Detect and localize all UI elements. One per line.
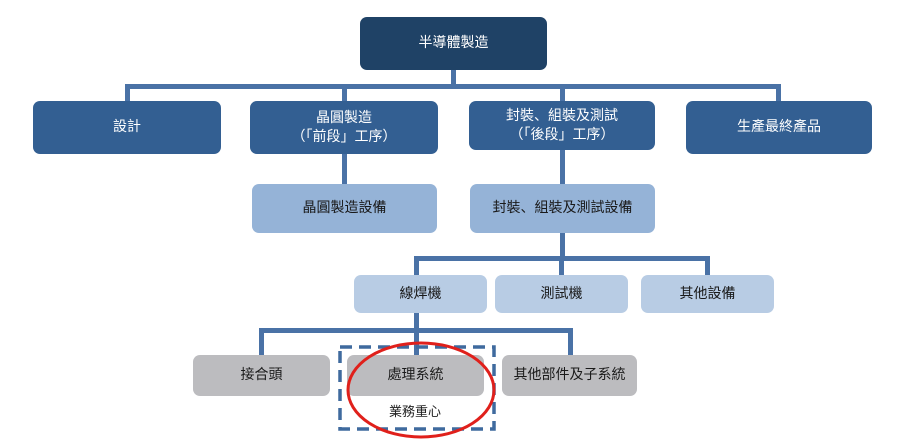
connector <box>560 233 565 259</box>
node-design: 設計 <box>33 101 221 154</box>
node-semiconductor-manufacturing: 半導體製造 <box>360 17 547 70</box>
node-other-equipment: 其他設備 <box>641 275 774 313</box>
node-sublabel: （「前段」工序） <box>291 128 397 145</box>
connector <box>776 84 781 101</box>
node-label: 晶圓製造 <box>316 109 372 126</box>
node-other-parts-subsystems: 其他部件及子系統 <box>502 355 637 396</box>
node-bond-head: 接合頭 <box>193 355 330 396</box>
node-packaging-test-equipment: 封裝、組裝及測試設備 <box>470 184 655 233</box>
node-packaging-assembly-test: 封裝、組裝及測試 （「後段」工序） <box>469 101 655 150</box>
connector <box>342 154 347 184</box>
connector <box>125 84 781 89</box>
connector <box>560 84 565 101</box>
node-end-product: 生產最終產品 <box>686 101 872 154</box>
node-label: 半導體製造 <box>418 35 489 51</box>
connector <box>451 70 456 87</box>
node-label: 測試機 <box>540 285 583 302</box>
node-label: 封裝、組裝及測試設備 <box>492 200 633 216</box>
connector <box>342 84 347 101</box>
connector <box>414 256 419 275</box>
connector <box>705 256 710 275</box>
node-label: 處理系統 <box>387 367 444 383</box>
node-label: 晶圓製造設備 <box>302 200 387 216</box>
connector <box>560 150 565 184</box>
node-label: 設計 <box>113 119 141 135</box>
node-label: 封裝、組裝及測試 <box>506 107 618 124</box>
node-sublabel: （「後段」工序） <box>509 126 615 143</box>
node-label: 接合頭 <box>240 367 283 383</box>
connector <box>125 84 130 101</box>
node-wafer-fab: 晶圓製造 （「前段」工序） <box>250 101 438 154</box>
node-wire-bonder: 線焊機 <box>354 275 487 313</box>
node-label: 其他設備 <box>679 285 736 302</box>
node-wafer-fab-equipment: 晶圓製造設備 <box>252 184 437 233</box>
node-handling-system: 處理系統 <box>347 355 484 396</box>
connector <box>568 328 573 355</box>
connector <box>259 328 264 355</box>
node-label: 生產最終產品 <box>737 119 821 135</box>
connector <box>414 313 419 332</box>
connector <box>559 256 564 275</box>
node-label: 其他部件及子系統 <box>513 367 626 383</box>
node-label: 線焊機 <box>399 285 442 302</box>
node-tester: 測試機 <box>495 275 628 313</box>
red-circle-highlight <box>346 341 496 439</box>
connector <box>414 328 419 355</box>
business-focus-label: 業務重心 <box>389 405 442 420</box>
